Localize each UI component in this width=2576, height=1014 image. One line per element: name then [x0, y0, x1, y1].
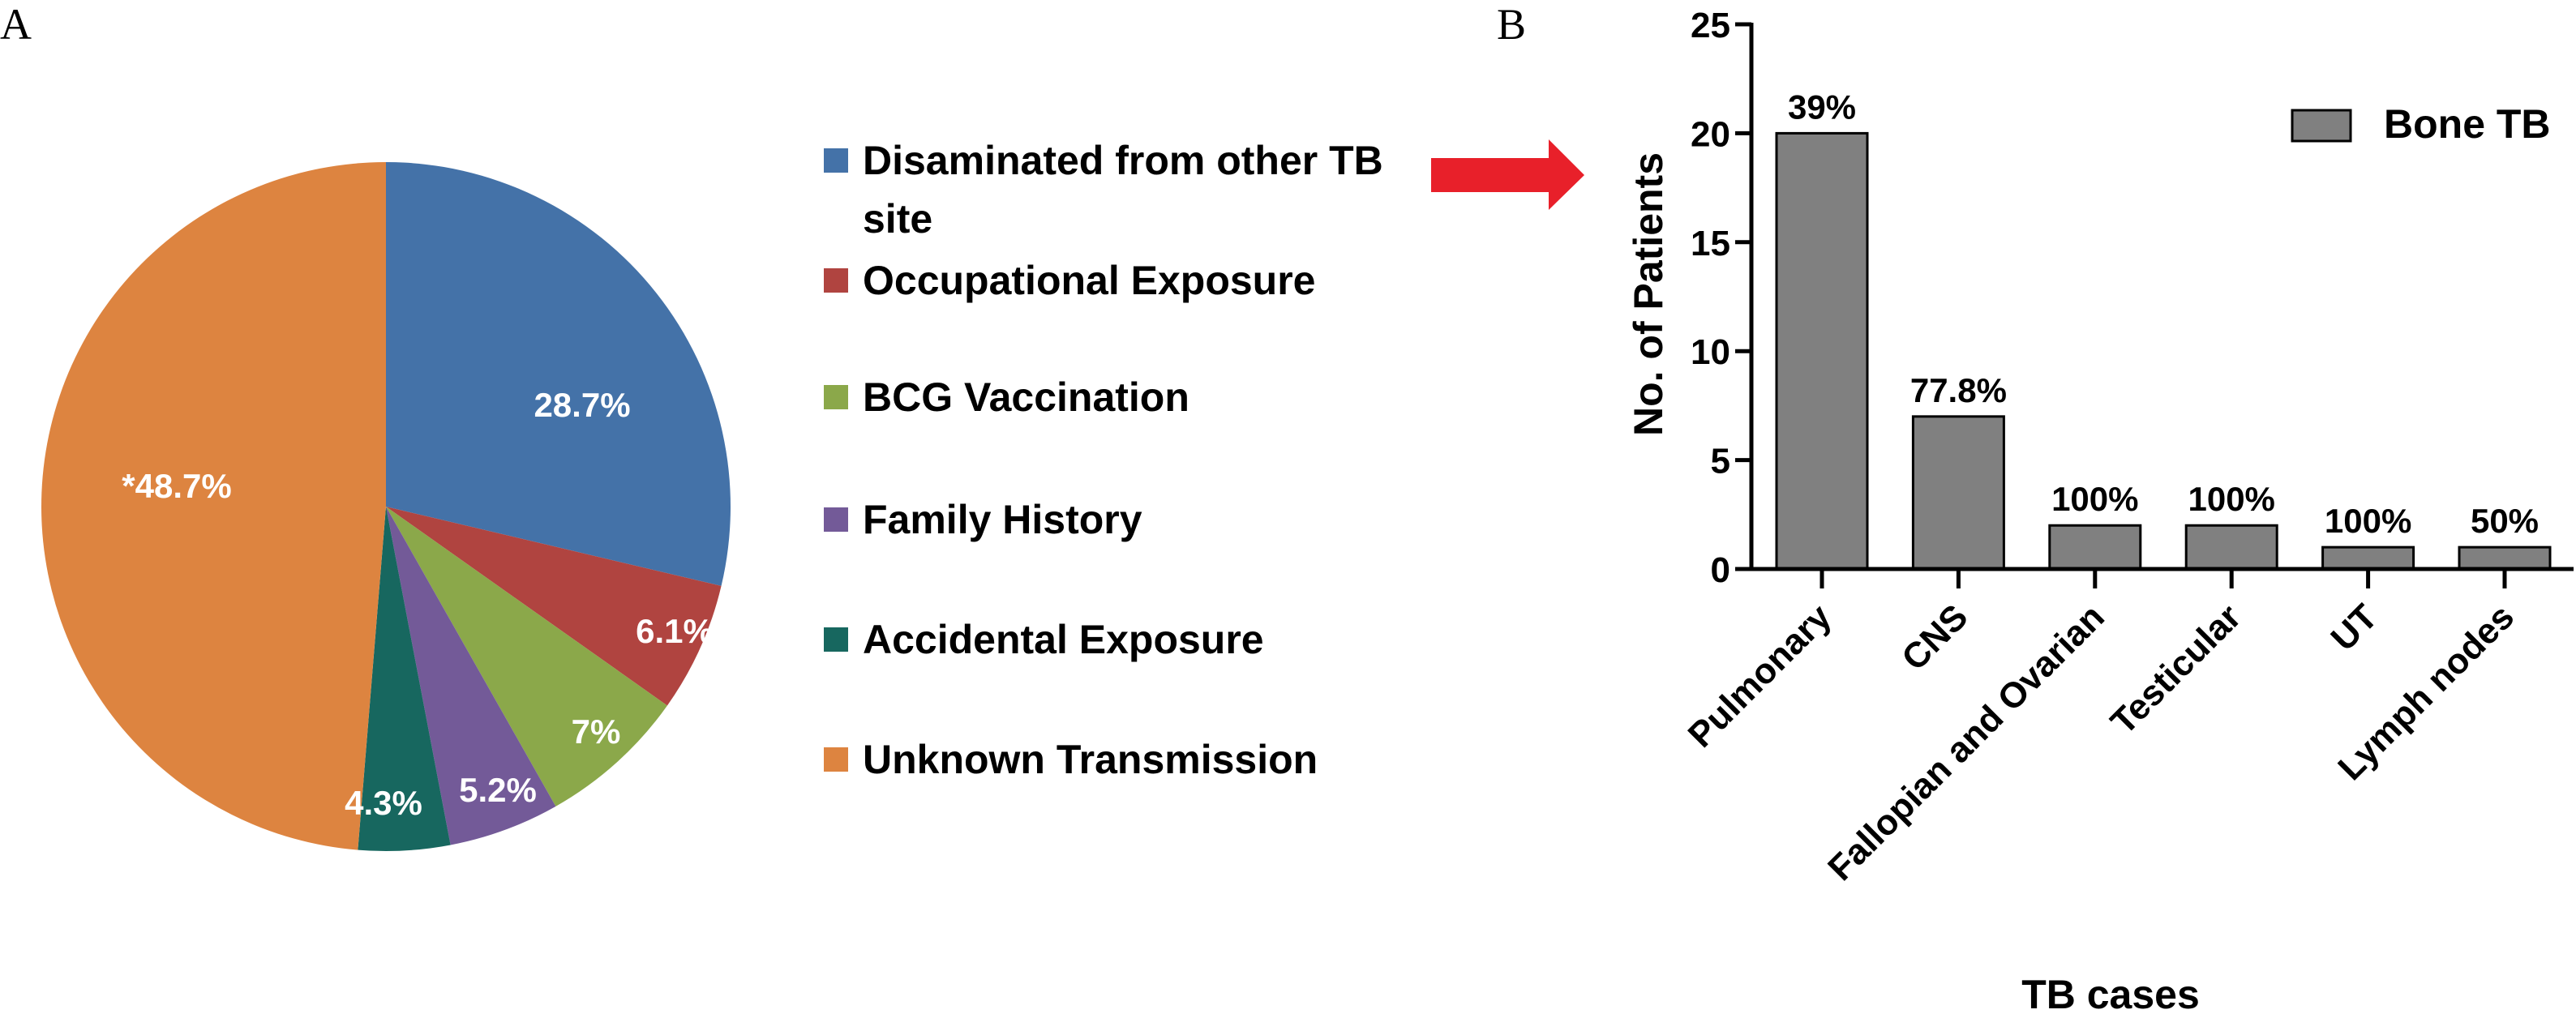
- pie-data-label: 7%: [572, 712, 621, 751]
- bar-data-label: 100%: [2325, 502, 2411, 540]
- pie-data-label: 6.1%: [636, 612, 714, 650]
- legend-swatch-bcg-vaccination: [824, 385, 848, 409]
- y-tick-label: 5: [1711, 442, 1730, 481]
- bar-cns: [1911, 415, 2005, 571]
- red-arrow-icon: [1431, 139, 1584, 210]
- pie-data-labels: 28.7% 6.1% 7% 5.2% 4.3% *48.7%: [122, 386, 714, 822]
- legend-swatch-occupational-exposure: [824, 268, 848, 293]
- bar-data-label: 50%: [2471, 502, 2539, 540]
- pie-chart: [41, 162, 731, 851]
- pie-slice-bcg-vaccination: [386, 507, 667, 806]
- bar-pulmonary: [1775, 131, 1869, 571]
- legend-swatch-bone-tb: [2291, 109, 2352, 143]
- legend-label-accidental-exposure: Accidental Exposure: [863, 617, 1264, 662]
- bar-data-label: 100%: [2051, 480, 2138, 518]
- bar-lymph-nodes: [2458, 546, 2552, 571]
- legend-label-disaminated-from-other-tb-site: site: [863, 196, 932, 242]
- bars: 39% 77.8% 100% 100% 100% 50%: [1775, 88, 2552, 571]
- panel-label-a: A: [0, 0, 32, 49]
- bar-fallopian-and-ovarian: [2048, 524, 2142, 571]
- bar-legend: Bone TB: [2291, 101, 2551, 147]
- y-tick-label: 20: [1691, 114, 1730, 154]
- pie-slice-family-history: [386, 507, 556, 845]
- y-tick-label: 25: [1691, 6, 1730, 45]
- legend-swatch-accidental-exposure: [824, 627, 848, 652]
- legend-label-bone-tb: Bone TB: [2384, 101, 2551, 147]
- pie-data-label: *48.7%: [122, 467, 231, 505]
- legend-swatch-family-history: [824, 507, 848, 532]
- legend-label-family-history: Family History: [863, 497, 1142, 542]
- pie-legend: Disaminated from other TB siteOccupationa…: [824, 138, 1383, 782]
- pie-data-label: 28.7%: [534, 386, 630, 424]
- pie-slice-accidental-exposure: [358, 507, 451, 851]
- x-tick-label-testicular: Testicular: [2103, 597, 2248, 742]
- x-tick-label-fallopian-and-ovarian: Fallopian and Ovarian: [1820, 597, 2112, 888]
- bar-chart: 39% 77.8% 100% 100% 100% 50% 0 5 10 15 20 25 Pulmo…: [1626, 6, 2574, 1014]
- legend-swatch-disaminated-from-other-tb-site: [824, 148, 848, 173]
- y-tick-label: 10: [1691, 332, 1730, 372]
- pie-data-label: 5.2%: [459, 771, 537, 809]
- legend-label-occupational-exposure: Occupational Exposure: [863, 258, 1315, 303]
- legend-swatch-unknown-transmission: [824, 747, 848, 772]
- pie-slice-occupational-exposure: [386, 507, 722, 706]
- x-tick-label-pulmonary: Pulmonary: [1681, 597, 1840, 755]
- x-tick-label-ut: UT: [2324, 597, 2385, 658]
- bar-data-label: 100%: [2188, 480, 2274, 518]
- bar-data-label: 77.8%: [1910, 371, 2007, 409]
- x-tick-label-cns: CNS: [1894, 597, 1975, 678]
- legend-label-bcg-vaccination: BCG Vaccination: [863, 374, 1189, 420]
- pie-slice-disaminated-from-other-tb-site: [386, 162, 731, 586]
- y-tick-label: 0: [1711, 550, 1730, 590]
- pie-slice-unknown-transmission: [41, 162, 386, 850]
- y-axis: 0 5 10 15 20 25: [1691, 6, 1754, 590]
- pie-data-label: 4.3%: [345, 784, 422, 822]
- legend-label-disaminated-from-other-tb-site: Disaminated from other TB: [863, 138, 1383, 183]
- bar-data-label: 39%: [1788, 88, 1856, 126]
- y-tick-label: 15: [1691, 224, 1730, 263]
- y-axis-label: No. of Patients: [1626, 152, 1671, 436]
- legend-label-unknown-transmission: Unknown Transmission: [863, 737, 1318, 782]
- x-axis-label: TB cases: [2021, 972, 2200, 1014]
- panel-label-b: B: [1497, 0, 1526, 49]
- bar-testicular: [2184, 524, 2278, 571]
- bar-ut: [2321, 546, 2415, 571]
